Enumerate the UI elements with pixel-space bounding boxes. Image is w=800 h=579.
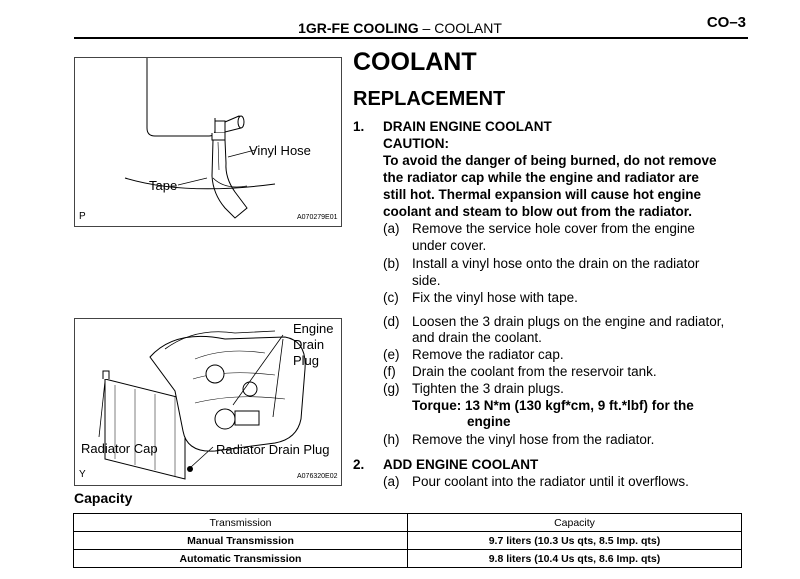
table-header-transmission: Transmission: [73, 513, 408, 532]
substep-text: Tighten the 3 drain plugs.: [412, 381, 564, 396]
figure-vinyl-hose: Vinyl Hose Tape P A070279E01: [74, 57, 342, 227]
table-cell: 9.8 liters (10.4 Us qts, 8.6 Imp. qts): [407, 549, 742, 568]
substep-label: (c): [383, 290, 399, 305]
caution-label: CAUTION:: [383, 136, 449, 151]
substep-text: Remove the service hole cover from the e…: [412, 221, 695, 236]
caution-line: the radiator cap while the engine and ra…: [383, 170, 699, 185]
substep-label: (g): [383, 381, 400, 396]
table-header-row: Transmission Capacity: [73, 513, 742, 532]
torque-spec: Torque: 13 N*m (130 kgf*cm, 9 ft.*lbf) f…: [412, 398, 694, 413]
table-header-capacity: Capacity: [407, 513, 742, 532]
capacity-heading: Capacity: [74, 490, 133, 506]
figure-drain-plugs: Engine Drain Plug Radiator Cap Radiator …: [74, 318, 342, 486]
callout-vinyl-hose: Vinyl Hose: [249, 143, 311, 158]
substep-text: Pour coolant into the radiator until it …: [412, 474, 689, 489]
header-rule: [74, 37, 748, 39]
engine-radiator-illustration: [98, 330, 306, 480]
callout-radiator-cap: Radiator Cap: [81, 441, 158, 456]
capacity-table: Transmission Capacity Manual Transmissio…: [73, 513, 742, 568]
table-row: Manual Transmission 9.7 liters (10.3 Us …: [73, 531, 742, 550]
page-number: CO–3: [706, 14, 746, 31]
step2-title: ADD ENGINE COOLANT: [383, 457, 539, 472]
figure1-code: A070279E01: [297, 214, 338, 221]
substep-text: under cover.: [412, 238, 487, 253]
substep-text: Drain the coolant from the reservoir tan…: [412, 364, 657, 379]
title-replacement: REPLACEMENT: [353, 88, 506, 110]
figure1-letter: P: [79, 211, 86, 222]
table-cell: Automatic Transmission: [73, 549, 408, 568]
callout-radiator-drain-plug: Radiator Drain Plug: [216, 442, 330, 457]
callout-tape: Tape: [149, 178, 178, 193]
substep-text: and drain the coolant.: [412, 330, 542, 345]
header-section: 1GR-FE COOLING: [298, 20, 419, 36]
substep-text: side.: [412, 273, 441, 288]
substep-label: (h): [383, 432, 400, 447]
header-dash: –: [422, 20, 431, 36]
callout-engine-drain-plug-line3: Plug: [293, 353, 320, 368]
vinyl-hose-illustration: [124, 58, 276, 219]
title-coolant: COOLANT: [353, 48, 477, 76]
callout-engine-drain-plug-line2: Drain: [293, 337, 325, 352]
substep-text: Remove the vinyl hose from the radiator.: [412, 432, 655, 447]
table-row: Automatic Transmission 9.8 liters (10.4 …: [73, 549, 742, 568]
substep-label: (e): [383, 347, 400, 362]
substep-text: Remove the radiator cap.: [412, 347, 564, 362]
step1-title: DRAIN ENGINE COOLANT: [383, 119, 552, 134]
header-chapter: COOLANT: [434, 20, 502, 36]
substep-label: (d): [383, 314, 400, 329]
substep-label: (f): [383, 364, 396, 379]
callout-engine-drain-plug-line1: Engine: [293, 321, 334, 336]
step1-number: 1.: [353, 119, 365, 134]
page-header-title: 1GR-FE COOLING – COOLANT: [0, 20, 800, 36]
table-cell: Manual Transmission: [73, 531, 408, 550]
figure2-code: A076320E02: [297, 473, 338, 480]
caution-line: coolant and steam to blow out from the r…: [383, 204, 693, 219]
caution-line: still hot. Thermal expansion will cause …: [383, 187, 702, 202]
torque-spec-continuation: engine: [467, 414, 511, 429]
step2-number: 2.: [353, 457, 365, 472]
caution-line: To avoid the danger of being burned, do …: [383, 153, 717, 168]
substep-label: (a): [383, 221, 400, 236]
substep-text: Install a vinyl hose onto the drain on t…: [412, 256, 700, 271]
substep-text: Loosen the 3 drain plugs on the engine a…: [412, 314, 725, 329]
substep-text: Fix the vinyl hose with tape.: [412, 290, 578, 305]
figure2-letter: Y: [79, 469, 86, 480]
table-cell: 9.7 liters (10.3 Us qts, 8.5 Imp. qts): [407, 531, 742, 550]
substep-label: (a): [383, 474, 400, 489]
substep-label: (b): [383, 256, 400, 271]
